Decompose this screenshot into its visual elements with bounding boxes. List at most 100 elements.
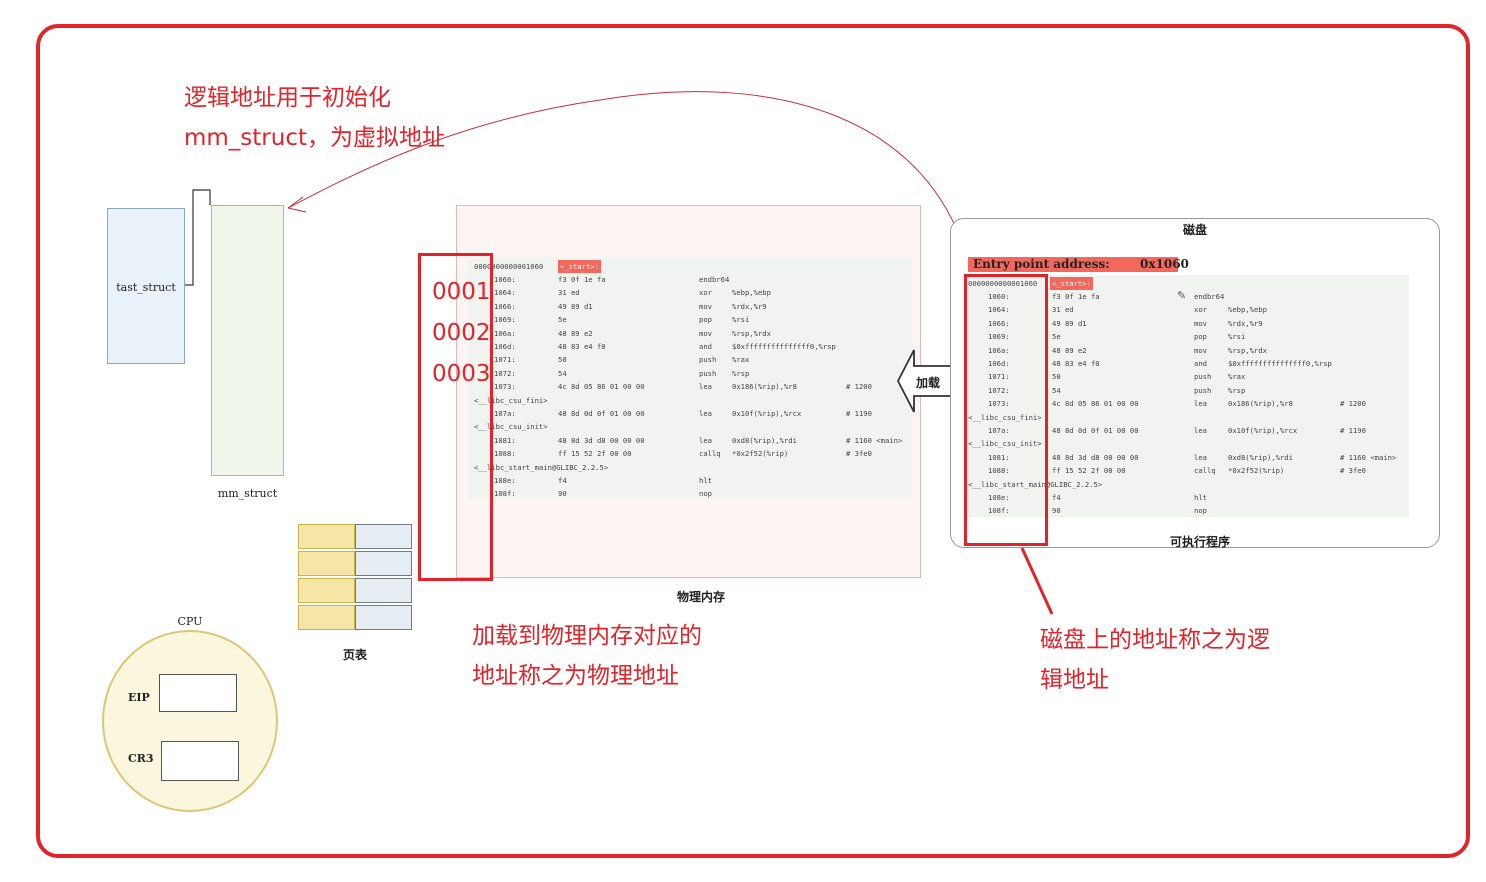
disk-note-line1: 磁盘上的地址称之为逻 xyxy=(1040,620,1270,660)
instr-address: 108f: xyxy=(494,487,516,500)
physical-memory-label: 物理内存 xyxy=(456,588,946,605)
instr-bytes: f4 xyxy=(558,474,567,487)
instr-opcode: pop xyxy=(699,313,712,326)
code-row: 108f:90nop xyxy=(468,487,912,500)
page-table xyxy=(298,524,412,632)
entry-point-label: Entry point address: xyxy=(973,257,1110,272)
instr-bytes: 90 xyxy=(1052,504,1061,517)
instr-opcode: push xyxy=(1194,370,1211,383)
instr-opcode: callq xyxy=(1194,464,1216,477)
mm-struct-label: mm_struct xyxy=(211,487,284,500)
disk-address-note: 磁盘上的地址称之为逻 辑地址 xyxy=(1040,620,1270,700)
eip-register xyxy=(159,674,237,712)
code-row: 106d:48 83 e4 f0and$0xfffffffffffffff0,%… xyxy=(468,340,912,353)
instr-opcode: lea xyxy=(1194,424,1207,437)
instr-opcode: xor xyxy=(1194,303,1207,316)
instr-bytes: 54 xyxy=(1052,384,1061,397)
instr-opcode: hlt xyxy=(699,474,712,487)
instr-opcode: mov xyxy=(699,327,712,340)
instr-address: 106a: xyxy=(494,327,516,340)
start-tag: <_start>: xyxy=(558,260,601,273)
instr-operands: %ebp,%ebp xyxy=(732,286,771,299)
instr-operands: %rax xyxy=(1228,370,1245,383)
instr-bytes: f3 0f 1e fa xyxy=(558,273,606,286)
pencil-icon: ✎ xyxy=(1177,289,1186,302)
instr-bytes: 48 89 e2 xyxy=(1052,344,1087,357)
instr-operands: %rsp xyxy=(1228,384,1245,397)
instr-bytes: 4c 8d 05 86 01 00 00 xyxy=(558,380,645,393)
instr-bytes: f3 0f 1e fa xyxy=(1052,290,1100,303)
instr-bytes: 48 8d 3d d8 00 00 00 xyxy=(558,434,645,447)
instr-opcode: hlt xyxy=(1194,491,1207,504)
instr-address: 1088: xyxy=(494,447,516,460)
instr-operands: 0x10f(%rip),%rcx xyxy=(1228,424,1297,437)
logical-note-line2: mm_struct，为虚拟地址 xyxy=(184,118,445,158)
instr-bytes: 48 89 e2 xyxy=(558,327,593,340)
page-table-cell xyxy=(355,578,412,603)
instr-operands: 0x10f(%rip),%rcx xyxy=(732,407,801,420)
code-symbol-row: <__libc_csu_init> xyxy=(468,420,912,433)
instr-operands: %ebp,%ebp xyxy=(1228,303,1267,316)
address-item: 0001 xyxy=(432,272,491,313)
instr-address: 106d: xyxy=(494,340,516,353)
instr-comment: # 1160 <main> xyxy=(1340,451,1396,464)
disk-address-highlight xyxy=(964,274,1048,546)
code-row: 1073:4c 8d 05 86 01 00 00lea0x186(%rip),… xyxy=(468,380,912,393)
cpu-label: CPU xyxy=(102,615,278,628)
symbol-label: <__libc_start_main@GLIBC_2.2.5> xyxy=(474,461,608,474)
code-row: 106a:48 89 e2mov%rsp,%rdx xyxy=(468,327,912,340)
instr-operands: %rsp xyxy=(732,367,749,380)
instr-operands: %rsi xyxy=(1228,330,1245,343)
instr-operands: 0x186(%rip),%r8 xyxy=(732,380,797,393)
instr-bytes: ff 15 52 2f 00 00 xyxy=(1052,464,1126,477)
instr-bytes: 48 8d 0d 0f 01 00 00 xyxy=(558,407,645,420)
instr-opcode: mov xyxy=(699,300,712,313)
instr-comment: # 3fe0 xyxy=(846,447,872,460)
address-item: 0003 xyxy=(432,354,491,395)
instr-bytes: 49 89 d1 xyxy=(558,300,593,313)
physical-note-line2: 地址称之为物理地址 xyxy=(472,656,702,696)
page-table-cell xyxy=(355,551,412,576)
instr-address: 1072: xyxy=(494,367,516,380)
address-list: 0001 0002 0003 xyxy=(432,272,491,395)
cpu-circle xyxy=(102,630,278,812)
instr-operands: 0xd8(%rip),%rdi xyxy=(1228,451,1293,464)
instr-opcode: and xyxy=(1194,357,1207,370)
instr-opcode: xor xyxy=(699,286,712,299)
instr-comment: # 1200 xyxy=(846,380,872,393)
task-mm-connector xyxy=(185,190,210,285)
load-label: 加载 xyxy=(916,374,940,391)
instr-address: 1060: xyxy=(494,273,516,286)
page-table-label: 页表 xyxy=(298,646,412,663)
instr-opcode: push xyxy=(699,367,716,380)
instr-opcode: callq xyxy=(699,447,721,460)
instr-opcode: nop xyxy=(1194,504,1207,517)
task-struct-label: tast_struct xyxy=(108,281,184,294)
instr-opcode: lea xyxy=(1194,397,1207,410)
instr-bytes: 48 8d 3d d8 00 00 00 xyxy=(1052,451,1139,464)
instr-opcode: endbr64 xyxy=(699,273,729,286)
physical-address-note: 加载到物理内存对应的 地址称之为物理地址 xyxy=(472,616,702,696)
code-row: 1081:48 8d 3d d8 00 00 00lea0xd8(%rip),%… xyxy=(468,434,912,447)
instr-opcode: endbr64 xyxy=(1194,290,1224,303)
disk-pointer-line xyxy=(1022,548,1052,614)
instr-opcode: mov xyxy=(1194,344,1207,357)
instr-address: 1069: xyxy=(494,313,516,326)
memory-code-listing: 0000000000001060<_start>:1060:f3 0f 1e f… xyxy=(468,258,912,498)
instr-comment: # 1190 xyxy=(1340,424,1366,437)
instr-address: 1081: xyxy=(494,434,516,447)
instr-bytes: 31 ed xyxy=(1052,303,1074,316)
task-struct-box: tast_struct xyxy=(107,208,185,364)
cr3-register xyxy=(161,741,239,781)
page-table-cell xyxy=(298,578,355,603)
instr-comment: # 1160 <main> xyxy=(846,434,902,447)
logical-address-note: 逻辑地址用于初始化 mm_struct，为虚拟地址 xyxy=(184,78,445,158)
instr-bytes: 48 8d 0d 0f 01 00 00 xyxy=(1052,424,1139,437)
instr-opcode: lea xyxy=(699,434,712,447)
instr-opcode: push xyxy=(1194,384,1211,397)
instr-opcode: nop xyxy=(699,487,712,500)
instr-operands: %rax xyxy=(732,353,749,366)
